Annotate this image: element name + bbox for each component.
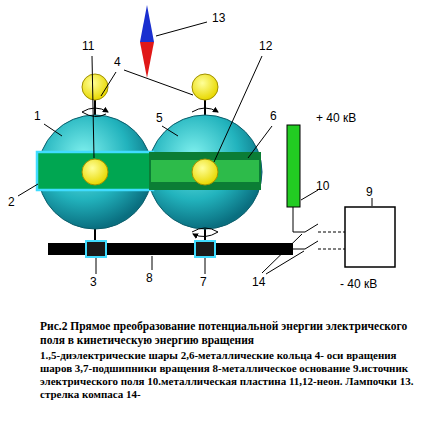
neon-lamp bbox=[82, 74, 108, 100]
voltage-label: + 40 кВ bbox=[316, 112, 356, 125]
compass-needle bbox=[140, 5, 154, 78]
wire bbox=[293, 207, 294, 232]
voltage-label: - 40 кВ bbox=[340, 278, 377, 291]
metal-plate bbox=[287, 125, 300, 207]
switch bbox=[305, 241, 318, 249]
wire bbox=[318, 232, 345, 233]
rotation-arrow bbox=[192, 108, 218, 112]
callout-number: 10 bbox=[316, 180, 329, 193]
legend-text: 1.,5-диэлектрические шары 2,6-металличес… bbox=[40, 349, 418, 401]
callout-number: 3 bbox=[90, 276, 97, 289]
callout-number: 1 bbox=[34, 110, 41, 123]
dielectric-sphere bbox=[38, 115, 152, 229]
callout-number: 6 bbox=[270, 110, 277, 123]
callout-number: 12 bbox=[259, 40, 272, 53]
callout-number: 2 bbox=[8, 196, 15, 209]
switch bbox=[305, 224, 318, 232]
callout-number: 11 bbox=[82, 40, 94, 53]
field-source bbox=[345, 207, 395, 267]
bearing bbox=[86, 241, 106, 257]
rotation-arrow bbox=[82, 108, 108, 112]
callout-number: 4 bbox=[114, 56, 121, 69]
callout-number: 14 bbox=[252, 276, 265, 289]
metal-ring bbox=[149, 152, 261, 190]
dielectric-sphere bbox=[148, 115, 262, 229]
metal-base bbox=[48, 243, 293, 255]
neon-lamp bbox=[192, 159, 218, 185]
metal-ring bbox=[37, 152, 153, 190]
rotation-arrow bbox=[193, 232, 218, 237]
callout-number: 13 bbox=[212, 12, 225, 25]
wire bbox=[318, 249, 345, 250]
callout-number: 5 bbox=[156, 112, 163, 125]
wire bbox=[293, 232, 305, 233]
bearing bbox=[195, 241, 215, 257]
callout-number: 7 bbox=[200, 276, 207, 289]
neon-lamp bbox=[82, 159, 108, 185]
neon-lamp bbox=[192, 74, 218, 100]
wire bbox=[293, 249, 305, 250]
figure-caption: Рис.2 Прямое преобразование потенциально… bbox=[40, 320, 418, 347]
rotation-arrow bbox=[192, 228, 218, 232]
callout-number: 8 bbox=[146, 272, 153, 285]
callout-number: 9 bbox=[366, 186, 373, 199]
rotation-arrow bbox=[82, 112, 106, 117]
leader-lines bbox=[18, 22, 372, 274]
